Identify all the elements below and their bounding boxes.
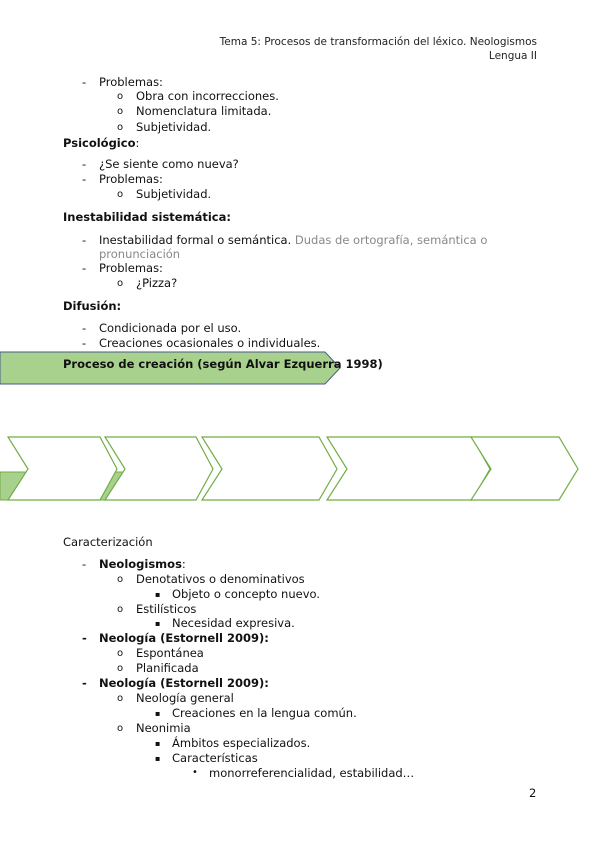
problemas-label: Problemas: <box>99 261 163 275</box>
list-item: Planificada <box>136 661 199 675</box>
list-item: Condicionada por el uso. <box>99 321 242 335</box>
list-item: Obra con incorrecciones. <box>136 89 279 103</box>
header-subject: Lengua II <box>488 50 537 62</box>
chevron-step-5 <box>469 436 579 501</box>
dash-bullet: - <box>82 336 87 350</box>
proceso-banner-title: Proceso de creación (según Alvar Ezquerr… <box>63 357 383 371</box>
list-item: Espontánea <box>136 646 204 660</box>
list-item: ¿Pizza? <box>136 276 178 290</box>
square-bullet: ▪ <box>155 619 161 628</box>
heading-colon: : <box>135 136 140 150</box>
square-bullet: ▪ <box>155 754 161 763</box>
dash-bullet: - <box>82 75 87 89</box>
list-item: monorreferencialidad, estabilidad… <box>209 766 415 780</box>
list-item: Estilísticos <box>136 602 197 616</box>
chevron-step-1 <box>6 436 118 501</box>
item-main-text: Inestabilidad formal o semántica. <box>99 233 292 247</box>
list-item: Creaciones ocasionales o individuales. <box>99 336 321 350</box>
circle-bullet: o <box>117 663 124 674</box>
list-item: Características <box>172 751 258 765</box>
dash-bullet: - <box>82 631 87 645</box>
square-bullet: ▪ <box>155 739 161 748</box>
chevron-step-3 <box>200 436 338 501</box>
proceso-banner <box>0 351 341 385</box>
circle-bullet: o <box>117 106 124 117</box>
list-item: Creaciones en la lengua común. <box>172 706 357 720</box>
list-item: Subjetividad. <box>136 120 212 134</box>
heading-difusion: Difusión: <box>63 299 122 313</box>
circle-bullet: o <box>117 122 124 133</box>
chevron-step-4 <box>325 436 491 501</box>
item-grey-continuation: pronunciación <box>99 247 181 261</box>
list-item: Inestabilidad formal o semántica. Dudas … <box>99 233 488 248</box>
circle-bullet: o <box>117 189 124 200</box>
list-item: Objeto o concepto nuevo. <box>172 587 321 601</box>
circle-bullet: o <box>117 723 124 734</box>
list-item: ¿Se siente como nueva? <box>99 157 239 171</box>
neologismos-item: Neologismos: <box>99 557 186 572</box>
list-item: Ámbitos especializados. <box>172 736 311 750</box>
list-item: Neología general <box>136 691 234 705</box>
dash-bullet: - <box>82 233 87 247</box>
header-title: Tema 5: Procesos de transformación del l… <box>219 36 537 48</box>
dash-bullet: - <box>82 261 87 275</box>
problemas-label: Problemas: <box>99 75 163 89</box>
chevron-step-2 <box>103 436 214 501</box>
problemas-label: Problemas: <box>99 172 163 186</box>
dash-bullet: - <box>82 557 87 571</box>
list-item: Denotativos o denominativos <box>136 572 305 586</box>
heading-inestabilidad: Inestabilidad sistemática: <box>63 210 231 224</box>
heading-text: Psicológico <box>63 136 136 150</box>
circle-bullet: o <box>117 574 124 585</box>
circle-bullet: o <box>117 278 124 289</box>
list-item: Necesidad expresiva. <box>172 616 295 630</box>
dash-bullet: - <box>82 321 87 335</box>
page-number: 2 <box>529 786 537 800</box>
item-grey-text: Dudas de ortografía, semántica o <box>294 233 488 247</box>
circle-bullet: o <box>117 693 124 704</box>
circle-bullet: o <box>117 604 124 615</box>
dash-bullet: - <box>82 676 87 690</box>
neologia-heading-2: Neología (Estornell 2009): <box>99 676 269 690</box>
neologia-heading-1: Neología (Estornell 2009): <box>99 631 269 645</box>
dot-bullet: • <box>192 767 198 778</box>
heading-psicologico: Psicológico: <box>63 136 140 151</box>
list-item: Subjetividad. <box>136 187 212 201</box>
square-bullet: ▪ <box>155 709 161 718</box>
neologismos-label: Neologismos <box>99 557 182 571</box>
neologismos-colon: : <box>181 557 186 571</box>
list-item: Nomenclatura limitada. <box>136 104 272 118</box>
caracterizacion-title: Caracterización <box>63 535 153 549</box>
dash-bullet: - <box>82 172 87 186</box>
list-item: Neonimia <box>136 721 191 735</box>
square-bullet: ▪ <box>155 590 161 599</box>
dash-bullet: - <box>82 157 87 171</box>
circle-bullet: o <box>117 648 124 659</box>
circle-bullet: o <box>117 91 124 102</box>
